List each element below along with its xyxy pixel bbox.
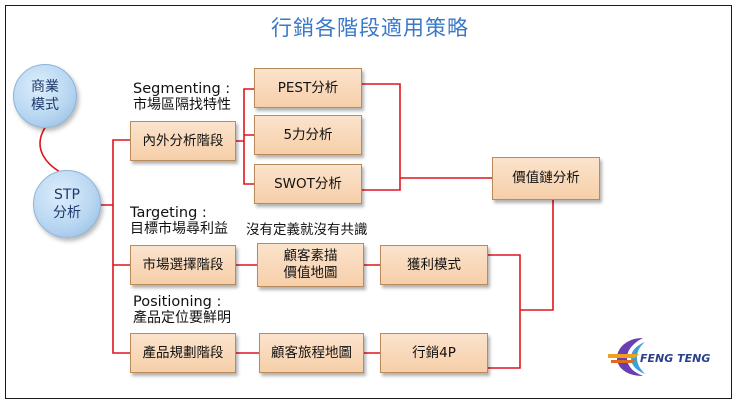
product-planning-stage-box: 產品規劃階段 [130, 333, 236, 373]
customer-journey-map-box: 顧客旅程地圖 [259, 333, 364, 373]
business-model-circle: 商業模式 [13, 64, 77, 128]
targeting-label: Targeting : 目標市場尋利益 [130, 205, 228, 237]
positioning-label: Positioning : 產品定位要鮮明 [133, 294, 231, 326]
marketing-4p-box: 行銷4P [380, 333, 488, 373]
customer-value-map-box: 顧客素描價值地圖 [257, 243, 364, 287]
diagram-title: 行銷各階段適用策略 [271, 16, 469, 40]
segmenting-label: Segmenting : 市場區隔找特性 [133, 81, 231, 113]
feng-teng-logo-icon [608, 338, 645, 376]
five-forces-box: 5力分析 [254, 115, 362, 155]
logo-text: FENG TENG [640, 352, 711, 365]
swot-analysis-box: SWOT分析 [254, 164, 362, 204]
profit-model-box: 獲利模式 [380, 245, 488, 285]
market-selection-stage-box: 市場選擇階段 [130, 245, 236, 285]
pest-analysis-box: PEST分析 [254, 68, 362, 108]
value-chain-box: 價值鏈分析 [492, 157, 600, 200]
consensus-note: 沒有定義就沒有共識 [246, 222, 368, 238]
internal-external-stage-box: 內外分析階段 [130, 121, 236, 161]
